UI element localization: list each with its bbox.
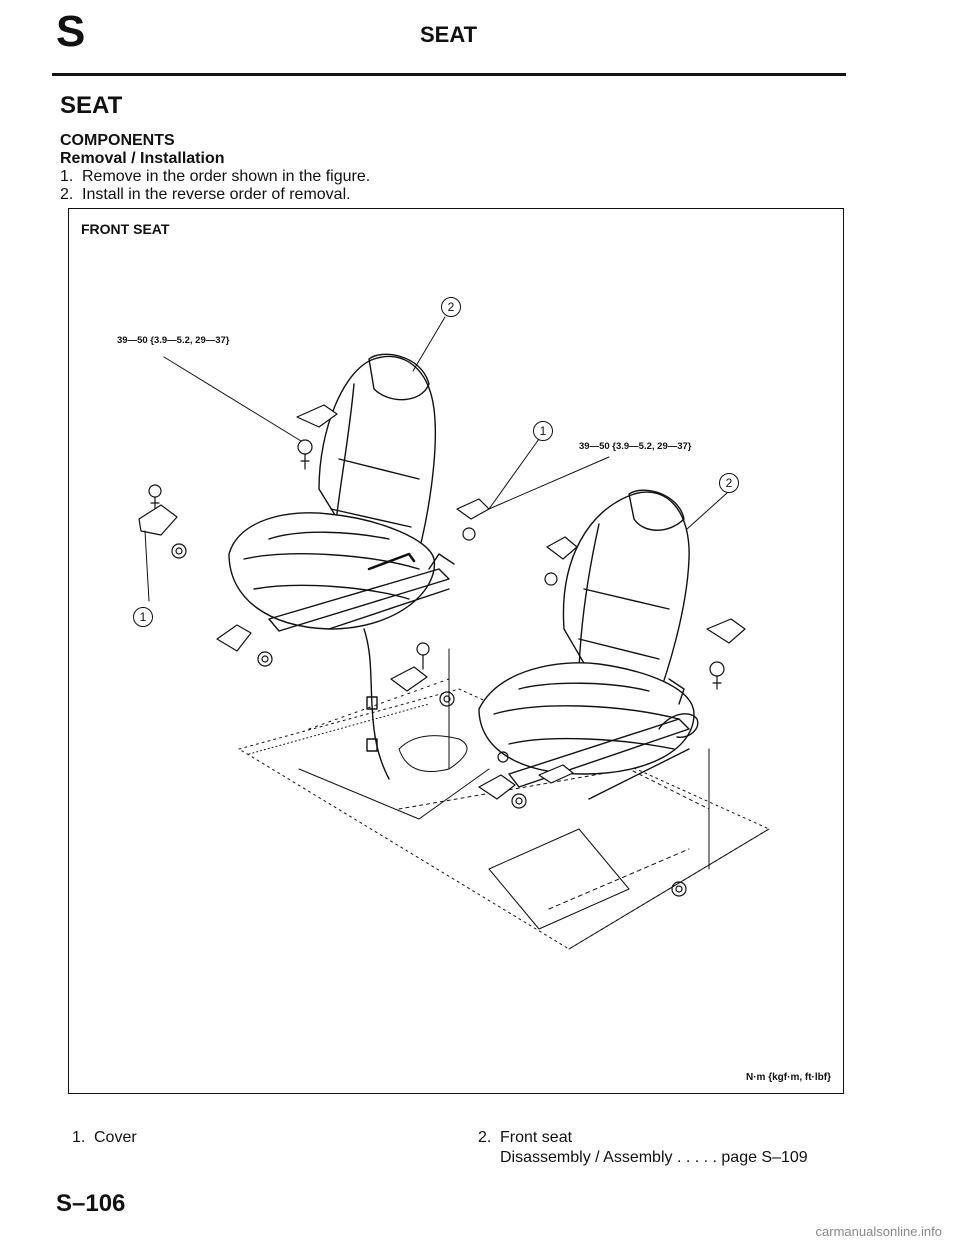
callout-1-center: 1 <box>533 421 553 441</box>
torque-spec-right: 39—50 {3.9—5.2, 29—37} <box>579 441 692 452</box>
section-title: SEAT <box>60 92 123 119</box>
legend-left: 1. Cover <box>72 1128 137 1148</box>
covers <box>138 404 746 800</box>
header-section-letter: S <box>56 7 86 56</box>
left-seat <box>228 353 455 780</box>
subhead-procedure: Removal / Installation <box>60 150 225 167</box>
subhead-components: COMPONENTS <box>60 132 175 149</box>
legend-number: 2. <box>478 1129 492 1146</box>
callout-2-left: 2 <box>441 297 461 317</box>
step-number: 2. <box>60 186 74 203</box>
legend-text: Front seat <box>500 1129 573 1146</box>
intro-block: COMPONENTS Removal / Installation 1. Rem… <box>60 132 370 204</box>
callout-2-right: 2 <box>719 473 739 493</box>
legend-number: 1. <box>72 1129 86 1146</box>
torque-spec-left: 39—50 {3.9—5.2, 29—37} <box>117 335 230 346</box>
seat-illustration <box>138 316 770 950</box>
step-number: 1. <box>60 168 74 185</box>
legend-subtext: Disassembly / Assembly . . . . . page S–… <box>500 1149 808 1166</box>
units-note: N·m {kgf·m, ft·lbf} <box>746 1072 831 1083</box>
right-seat <box>478 489 699 800</box>
bolts <box>148 439 725 897</box>
step-item: 2. Install in the reverse order of remov… <box>60 186 370 204</box>
leader-lines <box>144 316 728 870</box>
callout-1-left: 1 <box>133 607 153 627</box>
header-title: SEAT <box>420 22 478 47</box>
watermark: carmanualsonline.info <box>815 1224 942 1239</box>
figure-title: FRONT SEAT <box>81 221 170 237</box>
legend-text: Cover <box>94 1129 137 1146</box>
figure-frame: FRONT SEAT <box>68 208 844 1094</box>
header-rule <box>52 73 846 76</box>
legend-right: 2. Front seat Disassembly / Assembly . .… <box>478 1128 808 1168</box>
step-text: Install in the reverse order of removal. <box>82 186 351 203</box>
legend-item: 2. Front seat <box>478 1128 808 1148</box>
step-item: 1. Remove in the order shown in the figu… <box>60 168 370 186</box>
legend-item: 1. Cover <box>72 1128 137 1148</box>
step-text: Remove in the order shown in the figure. <box>82 168 371 185</box>
page-number: S–106 <box>56 1190 126 1217</box>
